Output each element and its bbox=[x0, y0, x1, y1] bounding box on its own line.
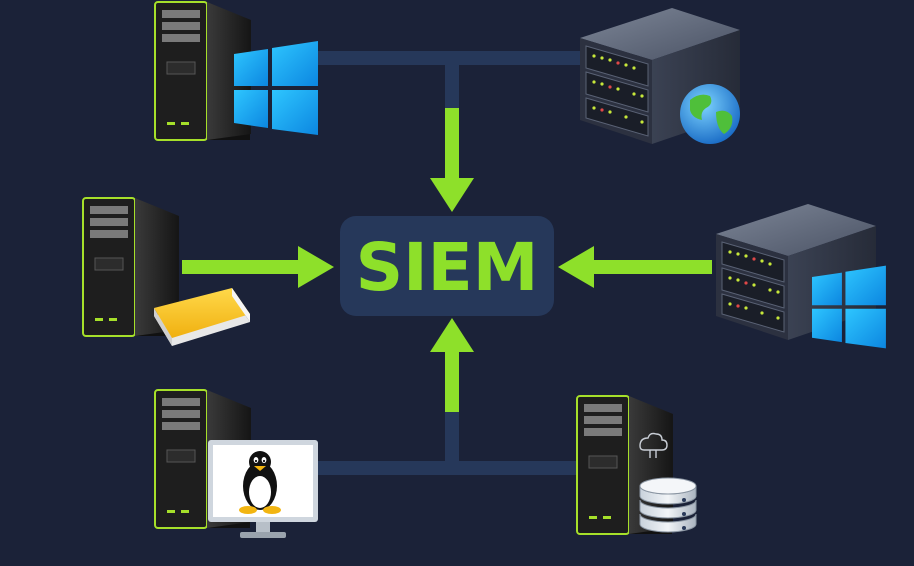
globe-icon bbox=[680, 84, 740, 144]
paper-stack-icon bbox=[154, 288, 250, 346]
windows-server-node bbox=[715, 203, 886, 349]
siem-label-box bbox=[340, 216, 554, 316]
connector-lines bbox=[318, 51, 588, 475]
web-server-node bbox=[579, 7, 741, 145]
arrow-bottom bbox=[430, 318, 474, 412]
cloud-icon bbox=[639, 432, 668, 458]
linux-penguin-icon bbox=[239, 451, 281, 514]
log-workstation-node bbox=[82, 197, 250, 346]
siem-hub: SIEM bbox=[340, 216, 554, 316]
siem-label: SIEM bbox=[356, 229, 539, 306]
arrow-left bbox=[182, 246, 334, 288]
database-icon bbox=[639, 477, 697, 533]
windows-workstation-node bbox=[154, 1, 318, 141]
arrow-right bbox=[558, 246, 712, 288]
data-flow-arrows bbox=[182, 108, 712, 412]
database-server-node bbox=[576, 395, 697, 535]
linux-workstation-node bbox=[154, 389, 318, 538]
arrow-top bbox=[430, 108, 474, 212]
